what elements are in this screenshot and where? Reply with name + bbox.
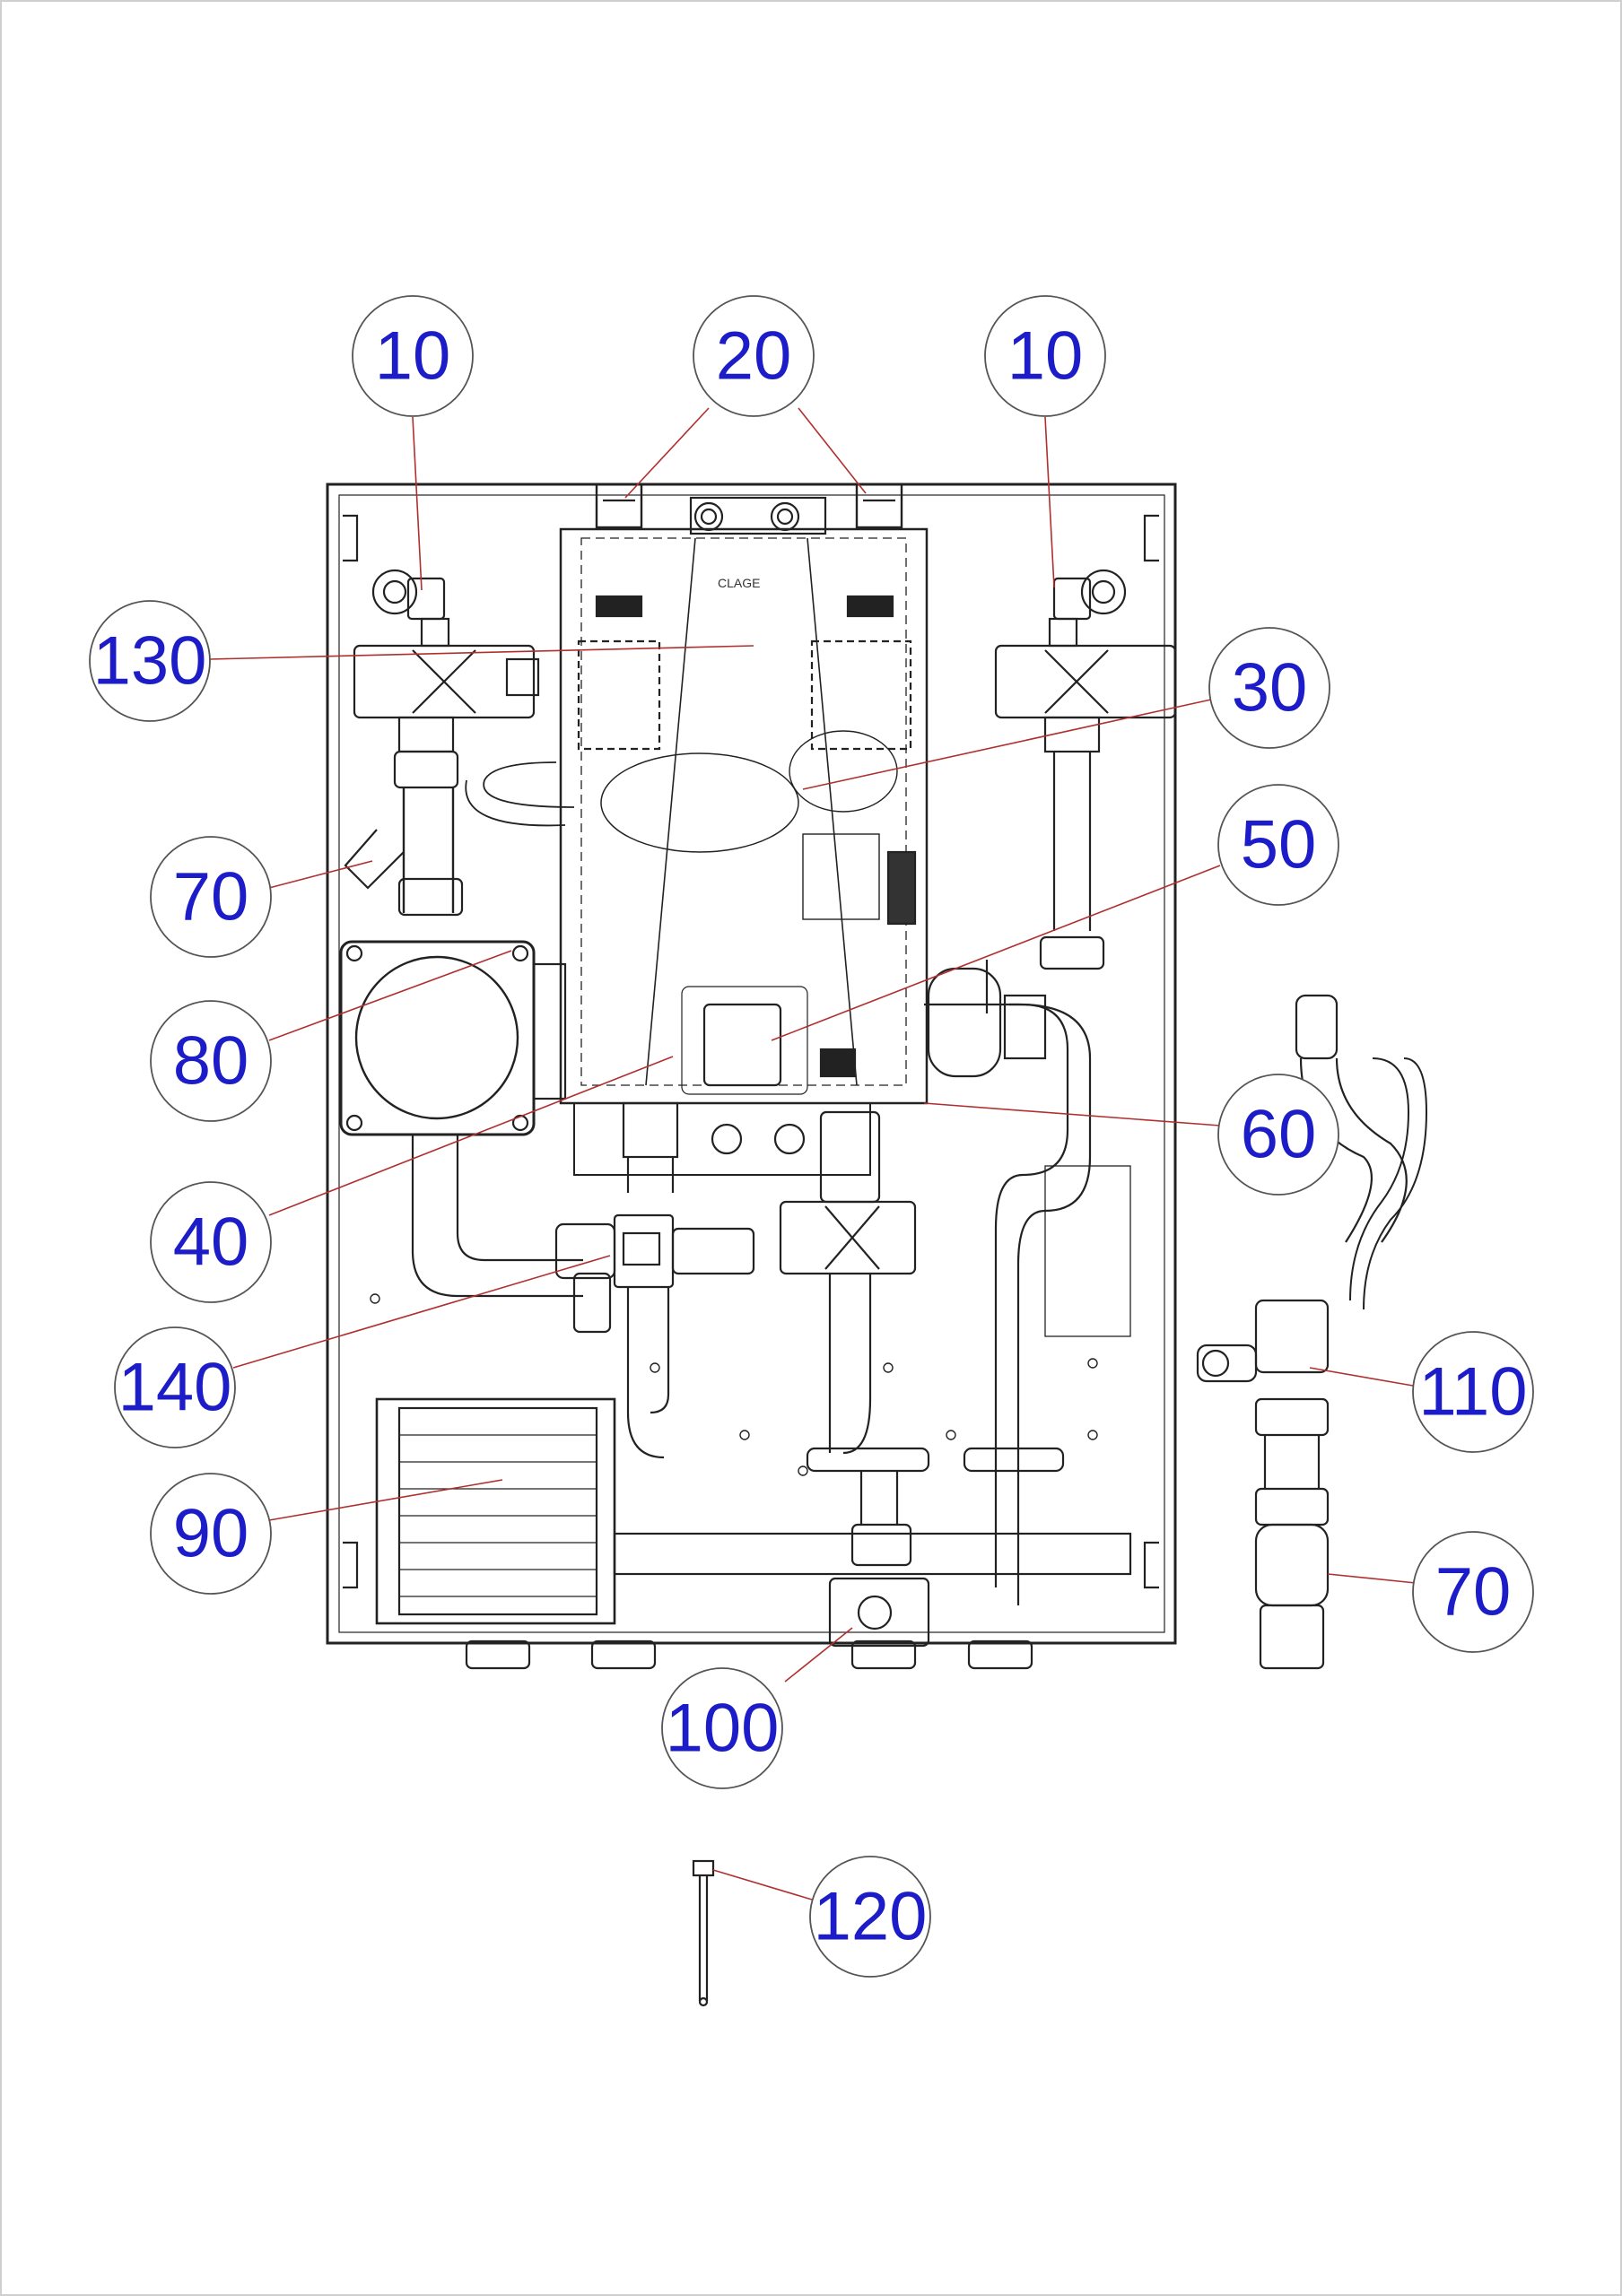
callout-label-140: 140 xyxy=(118,1350,232,1426)
callout-label-70-left: 70 xyxy=(173,859,249,935)
callout-balloon-90: 90 xyxy=(150,1473,503,1595)
callout-label-40: 40 xyxy=(173,1205,249,1281)
sensor xyxy=(692,1859,715,2007)
mounting-plate xyxy=(326,483,1177,1645)
callout-balloon-10-right: 10 xyxy=(984,295,1106,588)
callout-balloon-10-left: 10 xyxy=(352,295,474,591)
callout-balloon-100: 100 xyxy=(661,1627,853,1789)
callout-label-60: 60 xyxy=(1241,1097,1317,1173)
callout-balloon-20: 20 xyxy=(624,295,867,499)
callout-balloon-30: 30 xyxy=(802,627,1330,790)
callout-label-100: 100 xyxy=(666,1691,780,1767)
heater-body xyxy=(559,496,929,1176)
callout-label-50: 50 xyxy=(1241,807,1317,883)
callout-balloon-40: 40 xyxy=(150,1056,674,1303)
callout-balloon-70-left: 70 xyxy=(150,836,373,958)
callout-balloon-60: 60 xyxy=(923,1074,1339,1196)
callout-balloon-80: 80 xyxy=(150,950,512,1122)
callout-balloon-70-right: 70 xyxy=(1327,1531,1534,1653)
unit-assembly xyxy=(326,483,1428,2007)
pump xyxy=(339,940,567,1136)
callout-label-80: 80 xyxy=(173,1023,249,1100)
callout-balloon-120: 120 xyxy=(712,1856,931,1978)
callout-label-130: 130 xyxy=(93,623,207,700)
callout-balloon-140: 140 xyxy=(114,1255,611,1448)
callout-label-90: 90 xyxy=(173,1496,249,1572)
callout-label-70-right: 70 xyxy=(1435,1554,1512,1631)
safety-valve-assembly xyxy=(1196,994,1428,1670)
callout-balloon-50: 50 xyxy=(771,784,1339,1041)
callout-label-110: 110 xyxy=(1418,1354,1527,1431)
callout-label-30: 30 xyxy=(1232,650,1308,726)
right-valve-group xyxy=(994,569,1177,970)
callout-label-120: 120 xyxy=(814,1879,928,1955)
callout-label-10-left: 10 xyxy=(375,318,451,395)
valve-140 xyxy=(554,1101,755,1459)
electronic-box xyxy=(375,1397,616,1625)
callout-balloon-110: 110 xyxy=(1309,1331,1534,1453)
mounting-holes xyxy=(370,1293,1098,1476)
brand-mark: CLAGE xyxy=(718,576,760,590)
left-valve-group xyxy=(344,569,540,917)
callout-balloon-130: 130 xyxy=(89,600,754,722)
callout-label-10-right: 10 xyxy=(1007,318,1084,395)
callout-label-20: 20 xyxy=(716,318,792,395)
